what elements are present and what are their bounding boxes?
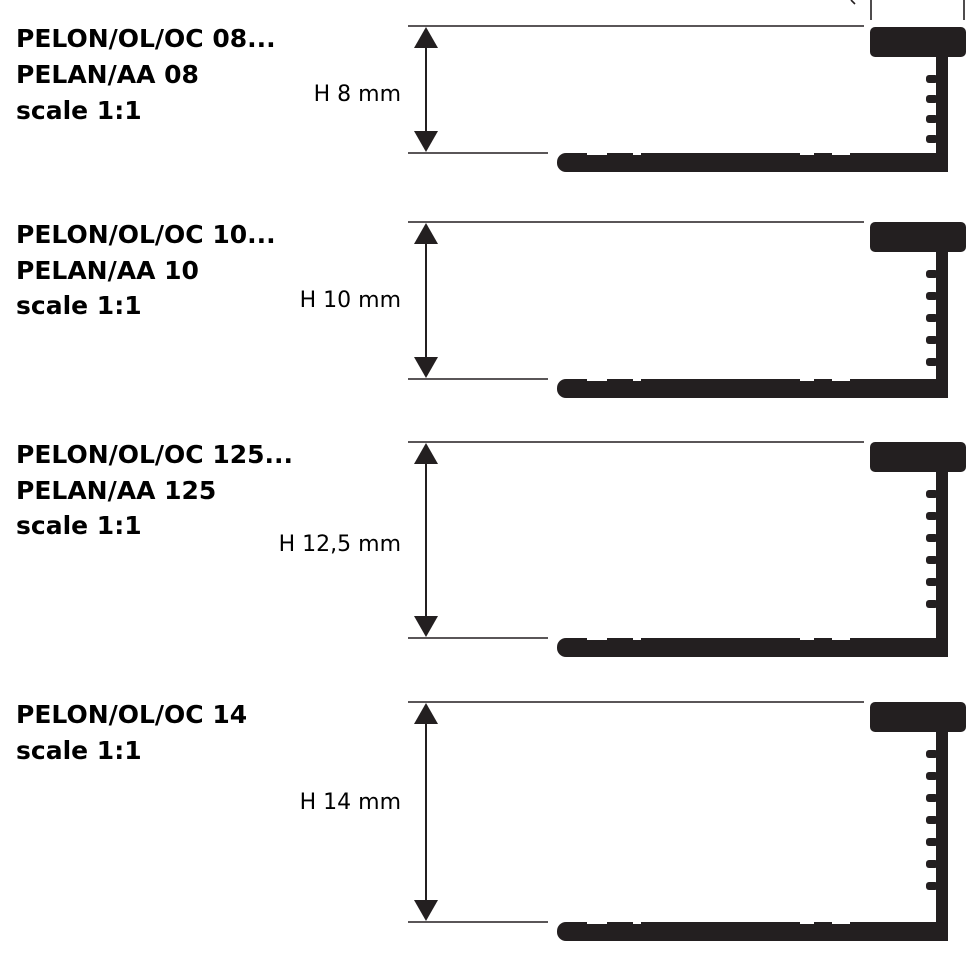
height-label: H 12,5 mm <box>279 532 401 557</box>
profile-subtitle: PELAN/AA 125 <box>16 476 216 505</box>
dimension-arrow <box>408 441 864 639</box>
profile-block-2: PELON/OL/OC 10... PELAN/AA 10 scale 1:1 … <box>16 220 966 398</box>
height-label: H 10 mm <box>300 288 401 313</box>
profile-subtitle: PELAN/AA 10 <box>16 256 199 285</box>
profile-scale: scale 1:1 <box>16 96 142 125</box>
profile-subtitle: PELAN/AA 08 <box>16 60 199 89</box>
profile-title: PELON/OL/OC 10... <box>16 220 276 249</box>
height-label: H 14 mm <box>300 790 401 815</box>
profile-title: PELON/OL/OC 14 <box>16 700 247 729</box>
profile-section <box>557 222 966 398</box>
profile-block-4: PELON/OL/OC 14 scale 1:1 H 14 mm <box>16 700 966 941</box>
dimension-arrow <box>408 701 864 923</box>
profile-scale: scale 1:1 <box>16 291 142 320</box>
profile-scale: scale 1:1 <box>16 511 142 540</box>
profile-title: PELON/OL/OC 08... <box>16 24 276 53</box>
profile-section <box>557 27 966 172</box>
dimension-arrow <box>408 25 864 154</box>
profile-block-1: PELON/OL/OC 08... PELAN/AA 08 scale 1:1 … <box>16 24 966 172</box>
profile-block-3: PELON/OL/OC 125... PELAN/AA 125 scale 1:… <box>16 440 966 657</box>
profile-title: PELON/OL/OC 125... <box>16 440 293 469</box>
dimension-arrow <box>408 221 864 380</box>
profile-section <box>557 442 966 657</box>
height-label: H 8 mm <box>314 82 401 107</box>
profile-scale: scale 1:1 <box>16 736 142 765</box>
profile-section <box>557 702 966 941</box>
top-partial-dimension <box>850 0 965 20</box>
